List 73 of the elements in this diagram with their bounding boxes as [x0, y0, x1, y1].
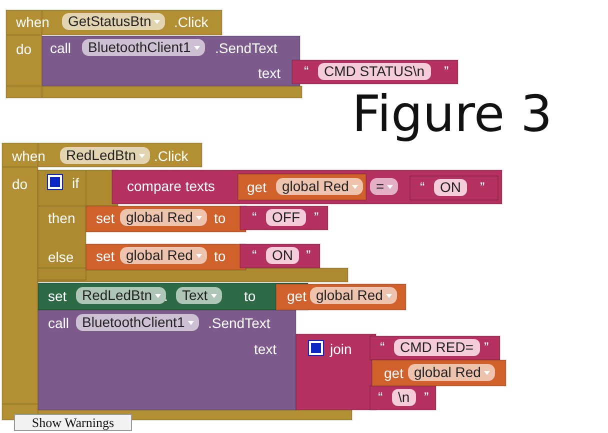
- variable-block: [86, 244, 246, 270]
- quote-mark: ”: [484, 339, 489, 356]
- method-call-block: [42, 36, 300, 86]
- dropdown-field: Text: [176, 287, 222, 304]
- quote-mark: ”: [314, 209, 319, 226]
- block-keyword: call: [48, 315, 70, 332]
- property-setter-block: [38, 283, 308, 310]
- variable-block: [372, 360, 506, 386]
- figure-title: Figure 3: [352, 88, 552, 140]
- block-keyword: .SendText: [215, 40, 278, 57]
- variable-block: [276, 284, 406, 310]
- quote-mark: “: [380, 339, 385, 356]
- block-keyword: do: [16, 41, 32, 58]
- quote-mark: “: [304, 63, 309, 80]
- block-keyword: .: [164, 288, 168, 305]
- dropdown-field: BluetoothClient1: [82, 39, 205, 56]
- compare-block: [112, 170, 502, 204]
- quote-mark: ”: [424, 389, 429, 406]
- event-block: [6, 10, 302, 98]
- dropdown-field: global Red: [408, 364, 495, 381]
- text-field: CMD STATUS\n: [318, 63, 431, 80]
- dropdown-field: RedLedBtn: [60, 147, 150, 164]
- quote-mark: ”: [444, 63, 449, 80]
- block-keyword: .Click: [174, 14, 208, 31]
- quote-mark: “: [252, 209, 257, 226]
- text-field: \n: [392, 389, 416, 406]
- text-block: [370, 386, 436, 410]
- text-block: [370, 336, 500, 360]
- block-keyword: then: [48, 210, 76, 227]
- dropdown-field: global Red: [310, 287, 397, 304]
- block-keyword: get: [287, 288, 306, 305]
- text-block: [292, 60, 458, 84]
- dropdown-field: GetStatusBtn: [62, 13, 166, 30]
- block-keyword: text: [258, 65, 281, 82]
- block-keyword: to: [244, 288, 256, 305]
- block-keyword: .SendText: [208, 315, 270, 332]
- text-field: ON: [266, 247, 299, 264]
- quote-mark: “: [378, 389, 383, 406]
- warnings-button: Show Warnings: [14, 414, 132, 431]
- block-keyword: else: [48, 249, 74, 266]
- text-block: [410, 176, 498, 200]
- block-keyword: get: [384, 365, 404, 382]
- join-block: [296, 334, 376, 410]
- method-call-block: [38, 310, 296, 410]
- block-keyword: to: [214, 210, 226, 227]
- block-keyword: if: [72, 175, 79, 192]
- dropdown-field: global Red: [120, 209, 207, 226]
- block-keyword: set: [48, 288, 67, 305]
- block-keyword: call: [50, 40, 72, 57]
- text-field: OFF: [266, 209, 306, 226]
- block-keyword: get: [247, 179, 266, 196]
- quote-mark: ”: [306, 247, 311, 264]
- variable-block: [86, 206, 246, 232]
- block-keyword: when: [16, 14, 50, 31]
- text-field: ON: [434, 179, 467, 196]
- block-keyword: when: [12, 148, 46, 165]
- block-keyword: set: [96, 210, 115, 227]
- block-keyword: text: [254, 341, 277, 358]
- dropdown-field: global Red: [120, 247, 207, 264]
- block-keyword: compare texts: [127, 178, 215, 195]
- quote-mark: “: [252, 247, 257, 264]
- quote-mark: ”: [480, 179, 485, 196]
- block-keyword: do: [12, 176, 28, 193]
- text-field: CMD RED=: [394, 339, 480, 356]
- dropdown-field: global Red: [276, 178, 363, 195]
- variable-block: [238, 174, 366, 200]
- quote-mark: “: [420, 179, 425, 196]
- block-keyword: set: [96, 248, 115, 265]
- block-keyword: join: [330, 341, 352, 358]
- dropdown-field: =: [370, 178, 398, 195]
- block-keyword: to: [214, 248, 226, 265]
- block-keyword: .Click: [154, 148, 188, 165]
- dropdown-field: BluetoothClient1: [76, 314, 199, 331]
